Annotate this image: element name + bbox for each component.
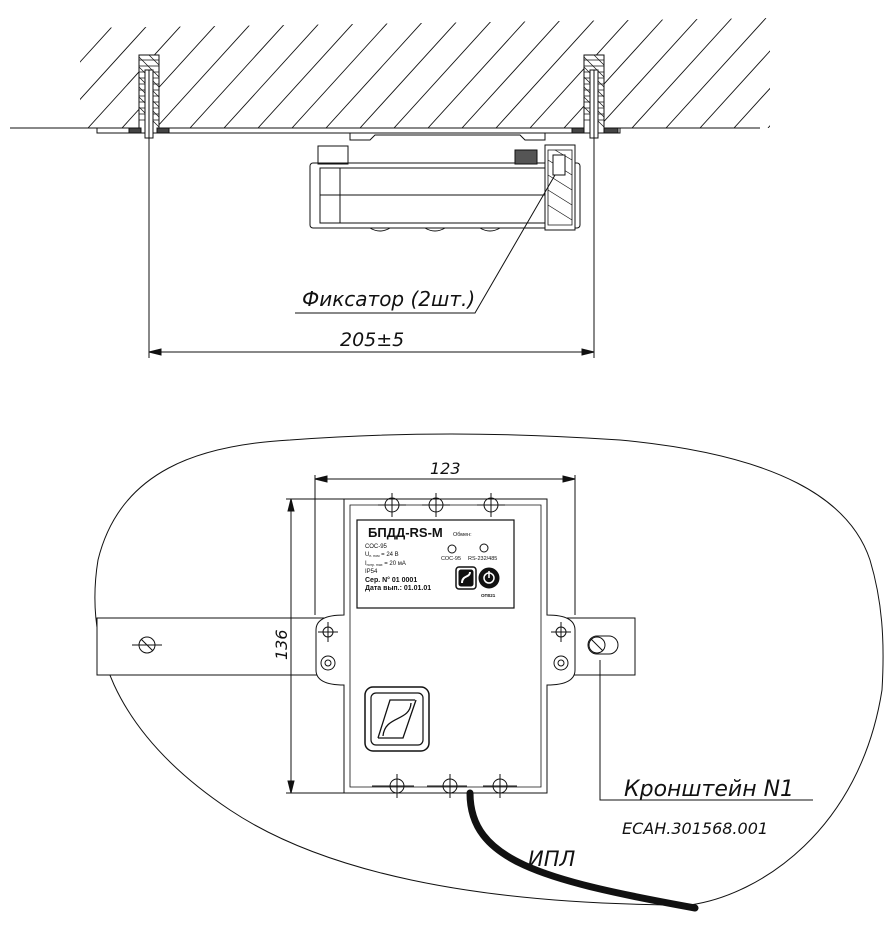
device-outline [315, 498, 576, 794]
dim-123 [314, 475, 576, 615]
nameplate-line1: СОС-95 [365, 544, 388, 550]
nameplate-line3: Iпотр. max = 20 мА [365, 561, 406, 567]
mount-holes [318, 622, 571, 671]
left-anchor [128, 54, 170, 139]
cable [466, 789, 699, 912]
nameplate [356, 519, 515, 609]
break-outline [94, 433, 884, 906]
side-view [10, 18, 770, 358]
dim-136 [286, 498, 344, 794]
dim-205 [148, 138, 595, 358]
nameplate-title: БПДД-RS-M [368, 525, 443, 540]
nameplate-line2: Uп. ном = 24 В [365, 552, 399, 558]
nameplate-date: Дата вып.: 01.01.01 [365, 585, 431, 592]
nameplate-serial: Сер. N° 01 0001 [365, 576, 417, 584]
nameplate-line4: IP54 [365, 569, 378, 575]
height-136-label: 136 [272, 629, 291, 660]
device-side [309, 133, 581, 232]
front-view [94, 433, 884, 912]
bracket-code: ЕСАН.301568.001 [622, 819, 768, 838]
led-rs232 [479, 543, 489, 553]
brand-logo-icon [364, 686, 430, 752]
top-screws [378, 493, 505, 517]
cable-label: ИПЛ [528, 847, 576, 871]
ceiling-hatching [80, 18, 770, 128]
bottom-screws [372, 774, 517, 798]
nameplate-led1-label: СОС-95 [441, 556, 461, 562]
nameplate-logo-icon [455, 566, 477, 590]
retainer-label: Фиксатор (2шт.) [302, 287, 475, 311]
certification-icon [478, 567, 500, 589]
width-205-label: 205±5 [340, 329, 404, 351]
bracket-label: Кронштейн N1 [624, 777, 794, 802]
width-123-label: 123 [430, 459, 461, 478]
nameplate-exchange: Обмен: [453, 532, 472, 538]
led-coc95 [447, 544, 457, 554]
right-anchor [571, 54, 619, 139]
bracket-leader [599, 660, 813, 801]
nameplate-led2-label: RS-232/485 [468, 556, 497, 562]
mounting-plate [96, 127, 621, 134]
nameplate-cert-label: ОП021 [481, 593, 496, 598]
retainer-leader [295, 174, 556, 314]
